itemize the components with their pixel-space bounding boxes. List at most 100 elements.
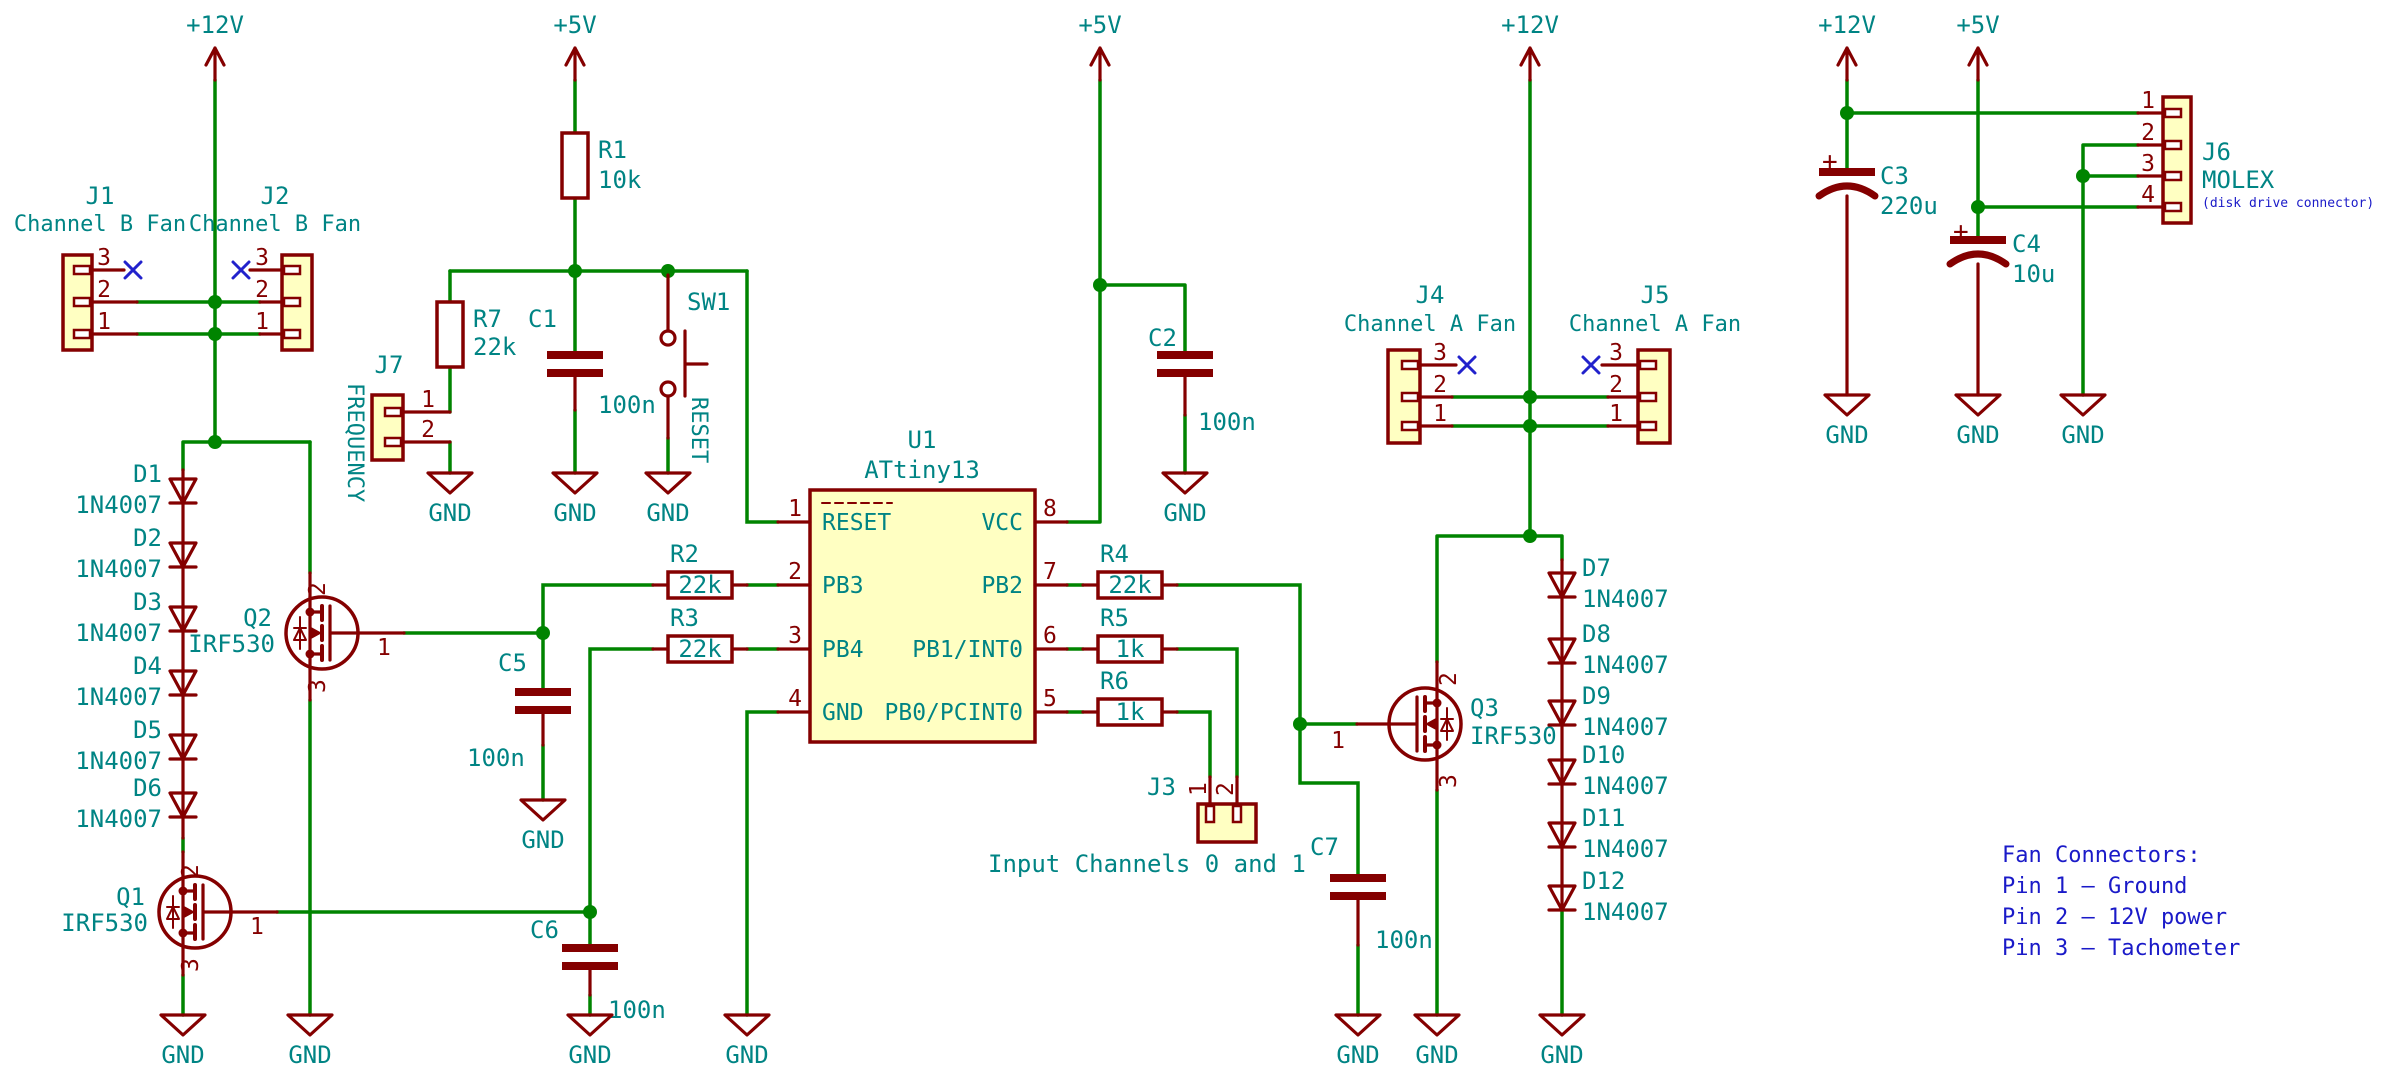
ref-label: J2 <box>261 182 290 210</box>
connector-j6[interactable]: 1 2 3 4 J6 MOLEX (disk drive connector) <box>2136 88 2374 225</box>
power-flag-12v-fans[interactable]: +12V <box>1501 11 1559 82</box>
gnd-c7[interactable]: GND <box>1334 1013 1382 1069</box>
power-label: +5V <box>1078 11 1121 39</box>
diode-d10[interactable]: D10 1N4007 <box>1547 741 1669 800</box>
diode-d2[interactable]: D2 1N4007 <box>75 524 198 583</box>
power-flag-5v-vcc[interactable]: +5V <box>1078 11 1122 82</box>
resistor-body <box>666 634 734 664</box>
pin-number: 4 <box>2141 182 2155 208</box>
ref-label: D8 <box>1582 620 1611 648</box>
resistor-r4[interactable]: R4 22k <box>1081 540 1179 600</box>
resistor-r5[interactable]: R5 1k <box>1081 604 1179 664</box>
connector-j7[interactable]: J7 FREQUENCY 1 2 <box>342 351 452 502</box>
pin-number: 2 <box>1609 372 1623 398</box>
value-label: Channel A Fan <box>1344 312 1516 337</box>
no-connect-icon <box>1457 355 1477 375</box>
gnd-c6[interactable]: GND <box>566 1013 614 1069</box>
ic-u1[interactable]: U1 ATtiny13 1 2 3 4 8 7 6 5 RESET PB3 PB… <box>776 426 1069 744</box>
gnd-c5[interactable]: GND <box>519 798 567 854</box>
gnd-label: GND <box>553 499 596 527</box>
resistor-r1[interactable]: R1 10k <box>560 131 642 200</box>
switch-sw1[interactable]: SW1 RESET <box>659 273 730 463</box>
value-label: FREQUENCY <box>342 383 367 502</box>
value-label: 100n <box>598 391 656 419</box>
connector-body <box>370 393 405 462</box>
gnd-icon <box>723 1013 771 1037</box>
diode-d1[interactable]: D1 1N4007 <box>75 460 198 519</box>
gnd-j7[interactable]: GND <box>426 471 474 527</box>
value-label: 100n <box>1375 926 1433 954</box>
capacitor-c6[interactable]: C6 100n <box>530 916 666 1024</box>
diode-d3[interactable]: D3 1N4007 <box>75 588 198 647</box>
capacitor-c3[interactable]: + C3 220u <box>1819 147 1938 397</box>
ref-label: D3 <box>133 588 162 616</box>
ic-body <box>808 488 1037 744</box>
resistor-r7[interactable]: R7 22k <box>435 300 517 369</box>
connector-j1[interactable]: J1 Channel B Fan 3 2 1 <box>14 182 186 352</box>
polarity-plus: + <box>1822 147 1838 177</box>
diode-d5[interactable]: D5 1N4007 <box>75 716 198 775</box>
capacitor-c5[interactable]: C5 100n <box>467 649 571 772</box>
gnd-c3[interactable]: GND <box>1823 393 1871 449</box>
power-flag-12v-molex[interactable]: +12V <box>1818 11 1876 82</box>
power-flag-5v-molex[interactable]: +5V <box>1956 11 2000 82</box>
gnd-c1[interactable]: GND <box>551 471 599 527</box>
capacitor-c4[interactable]: + C4 10u <box>1950 217 2055 397</box>
resistor-r3[interactable]: R3 22k <box>651 604 749 664</box>
transistor-q1[interactable]: Q1 IRF530 2 3 1 <box>61 850 279 977</box>
transistor-q3[interactable]: Q3 IRF530 2 3 1 <box>1331 660 1557 792</box>
transistor-q2[interactable]: Q2 IRF530 2 3 1 <box>188 571 406 702</box>
pin-number: 1 <box>1331 728 1345 754</box>
pin-number: 1 <box>97 309 111 335</box>
connector-j5[interactable]: J5 Channel A Fan 3 2 1 <box>1569 281 1741 445</box>
capacitor-c7[interactable]: C7 100n <box>1310 833 1433 954</box>
pin-number: 1 <box>250 914 264 940</box>
pin-contact <box>2163 201 2183 213</box>
connector-j2[interactable]: J2 Channel B Fan 3 2 1 <box>189 182 361 352</box>
gnd-c2[interactable]: GND <box>1161 471 1209 527</box>
gnd-u1[interactable]: GND <box>723 1013 771 1069</box>
gnd-q3[interactable]: GND <box>1413 1013 1461 1069</box>
gnd-j6[interactable]: GND <box>2059 393 2107 449</box>
gnd-sw1[interactable]: GND <box>644 471 692 527</box>
wire <box>1065 647 1239 779</box>
pin-number: 2 <box>97 277 111 303</box>
gnd-c4[interactable]: GND <box>1954 393 2002 449</box>
diode-d6[interactable]: D6 1N4007 <box>75 774 198 833</box>
diode-d8[interactable]: D8 1N4007 <box>1547 620 1669 679</box>
diode-d9[interactable]: D9 1N4007 <box>1547 682 1669 741</box>
diode-d11[interactable]: D11 1N4007 <box>1547 804 1669 863</box>
diode-d12[interactable]: D12 1N4007 <box>1547 867 1669 926</box>
connector-j4[interactable]: J4 Channel A Fan 3 2 1 <box>1344 281 1516 445</box>
switch-contact <box>659 380 677 398</box>
value-label: 22k <box>678 571 722 599</box>
diode-d7[interactable]: D7 1N4007 <box>1547 554 1669 613</box>
gnd-q1[interactable]: GND <box>159 1013 207 1069</box>
gnd-d12[interactable]: GND <box>1538 1013 1586 1069</box>
wire <box>1435 534 1532 664</box>
power-flag-5v-r1[interactable]: +5V <box>553 11 597 82</box>
value-label: 22k <box>1108 571 1152 599</box>
resistor-body <box>666 570 734 600</box>
resistor-r6[interactable]: R6 1k <box>1081 667 1179 727</box>
value-label: IRF530 <box>1470 722 1557 750</box>
gnd-icon <box>159 1013 207 1037</box>
pin-number: 6 <box>1043 623 1057 649</box>
pin-contact <box>1638 359 1658 371</box>
wire <box>2081 143 2140 397</box>
pin-contact <box>1638 420 1658 432</box>
capacitor-c1[interactable]: C1 100n <box>528 305 656 419</box>
pin-stub <box>1208 775 1239 806</box>
pin-stub <box>1600 363 1640 428</box>
gnd-q2[interactable]: GND <box>286 1013 334 1069</box>
power-flag-12v-left[interactable]: +12V <box>186 11 244 82</box>
connector-j3[interactable]: J3 1 2 <box>1147 773 1258 844</box>
resistor-r2[interactable]: R2 22k <box>651 540 749 600</box>
diode-d4[interactable]: D4 1N4007 <box>75 652 198 711</box>
polarity-plus: + <box>1953 217 1969 247</box>
capacitor-c2[interactable]: C2 100n <box>1148 324 1256 436</box>
pin-name: PB0/PCINT0 <box>885 700 1023 726</box>
pin-number: 1 <box>2141 88 2155 114</box>
pin-number: 3 <box>97 245 111 271</box>
